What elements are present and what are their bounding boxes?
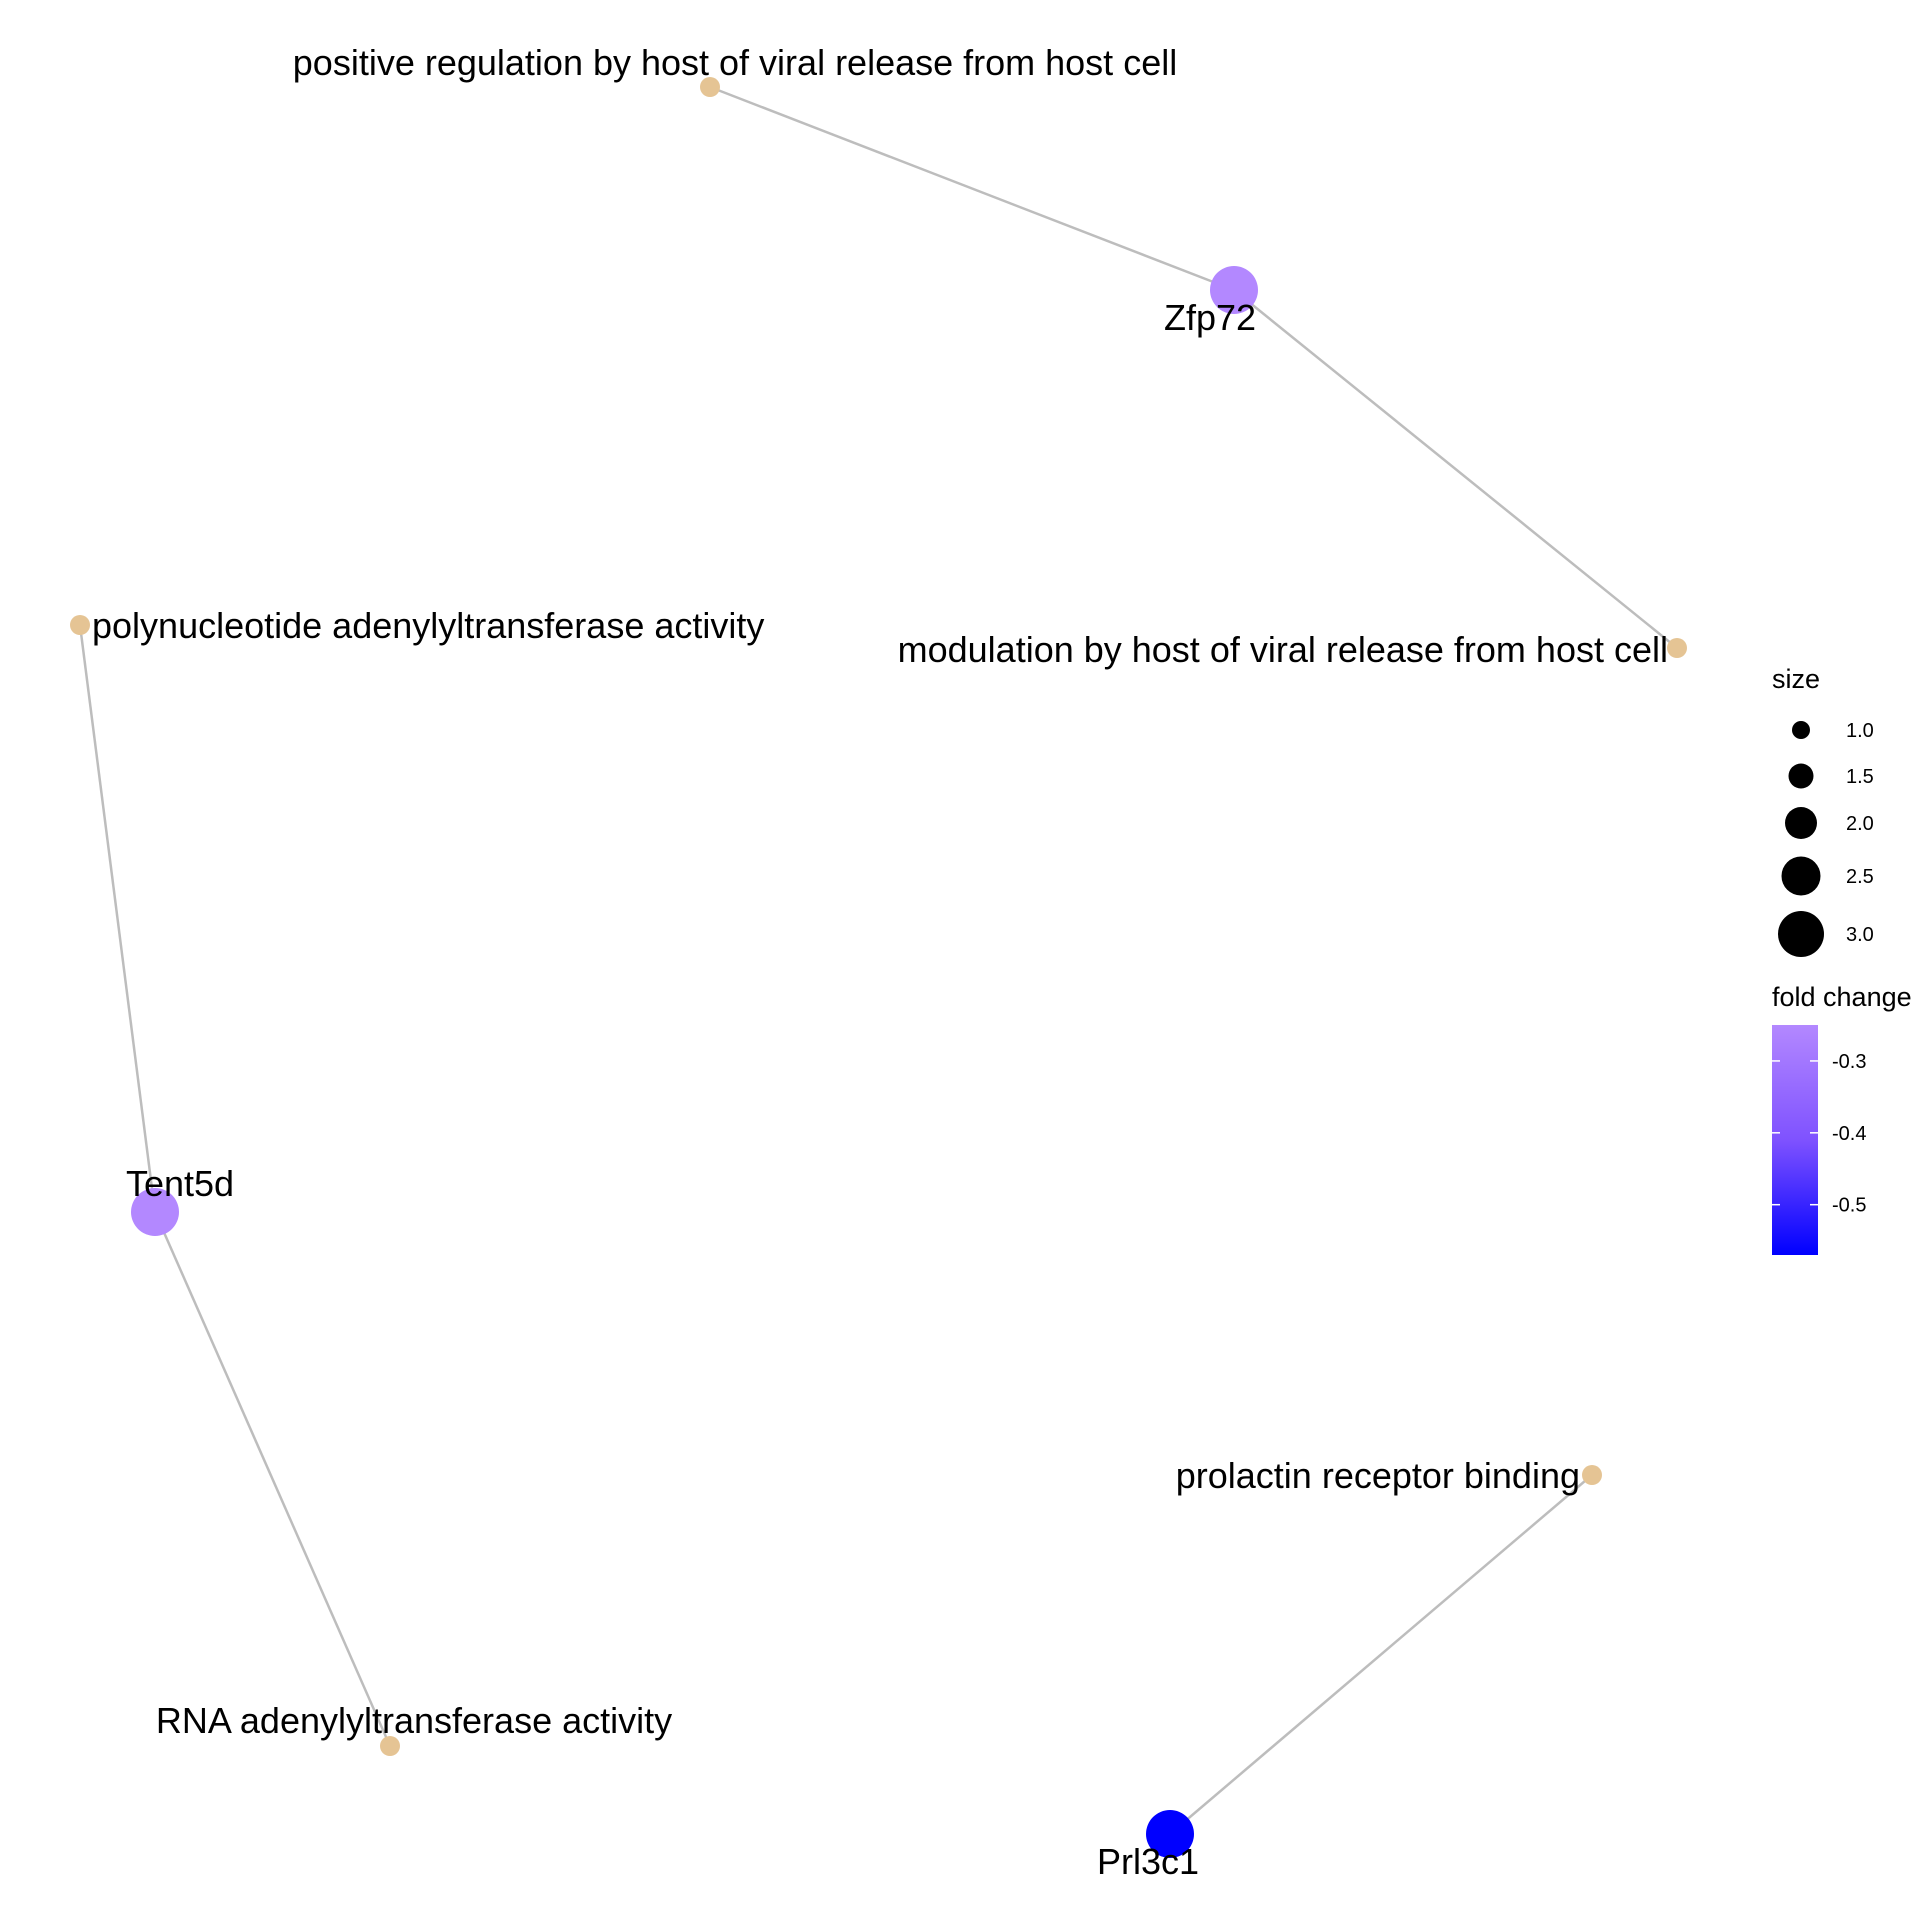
- node-label-prolactin: prolactin receptor binding: [1176, 1455, 1580, 1496]
- size-legend-label: 1.0: [1846, 720, 1874, 742]
- gene-node-zfp72[interactable]: [1210, 266, 1258, 314]
- category-node-rna_adenyl[interactable]: [380, 1736, 400, 1756]
- edges-layer: [78, 85, 1678, 1835]
- labels-layer: positive regulation by host of viral rel…: [92, 42, 1668, 1882]
- legend: size 1.01.52.02.53.0 fold change -0.3-0.…: [1772, 664, 1912, 1255]
- edge-zfp72-mod_host: [1233, 289, 1678, 649]
- category-node-mod_host[interactable]: [1667, 638, 1687, 658]
- fold-change-ticks: -0.3 -0.4 -0.5: [1772, 1051, 1866, 1217]
- fold-change-legend-title: fold change: [1772, 982, 1912, 1012]
- category-node-prolactin[interactable]: [1582, 1465, 1602, 1485]
- size-legend-label: 3.0: [1846, 924, 1874, 946]
- colorbar-tick-label: -0.3: [1832, 1051, 1866, 1073]
- edge-prolactin-prl3c1: [1169, 1474, 1593, 1835]
- category-node-pos_reg[interactable]: [700, 77, 720, 97]
- size-legend-dot-2.0: [1785, 807, 1817, 839]
- size-legend-label: 2.5: [1846, 866, 1874, 888]
- nodes-layer: [70, 77, 1687, 1858]
- edge-tent5d-rna_adenyl: [153, 1211, 392, 1747]
- node-label-mod_host: modulation by host of viral release from…: [898, 629, 1668, 670]
- size-legend-title: size: [1772, 664, 1820, 694]
- colorbar-tick-label: -0.5: [1832, 1195, 1866, 1217]
- node-label-pos_reg: positive regulation by host of viral rel…: [293, 42, 1177, 83]
- node-label-rna_adenyl: RNA adenylyltransferase activity: [156, 1700, 672, 1741]
- gene-node-prl3c1[interactable]: [1146, 1810, 1194, 1858]
- edge-polynuc-tent5d: [78, 624, 157, 1213]
- size-legend-dot-2.5: [1781, 856, 1821, 896]
- size-legend-dot-1.0: [1792, 721, 1810, 739]
- size-legend-label: 2.0: [1846, 813, 1874, 835]
- size-legend-label: 1.5: [1846, 766, 1874, 788]
- size-legend: 1.0 1.5 2.0 2.5 3.0: [1778, 720, 1874, 957]
- node-label-zfp72: Zfp72: [1164, 297, 1256, 338]
- colorbar-tick-label: -0.4: [1832, 1123, 1866, 1145]
- size-legend-dot-3.0: [1778, 911, 1824, 957]
- node-label-polynuc: polynucleotide adenylyltransferase activ…: [92, 605, 764, 646]
- edge-pos_reg-zfp72: [709, 85, 1235, 292]
- category-node-polynuc[interactable]: [70, 615, 90, 635]
- fold-change-colorbar: [1772, 1025, 1818, 1255]
- gene-node-tent5d[interactable]: [131, 1188, 179, 1236]
- node-label-prl3c1: Prl3c1: [1097, 1841, 1199, 1882]
- size-legend-dot-1.5: [1788, 763, 1814, 789]
- node-label-tent5d: Tent5d: [126, 1163, 234, 1204]
